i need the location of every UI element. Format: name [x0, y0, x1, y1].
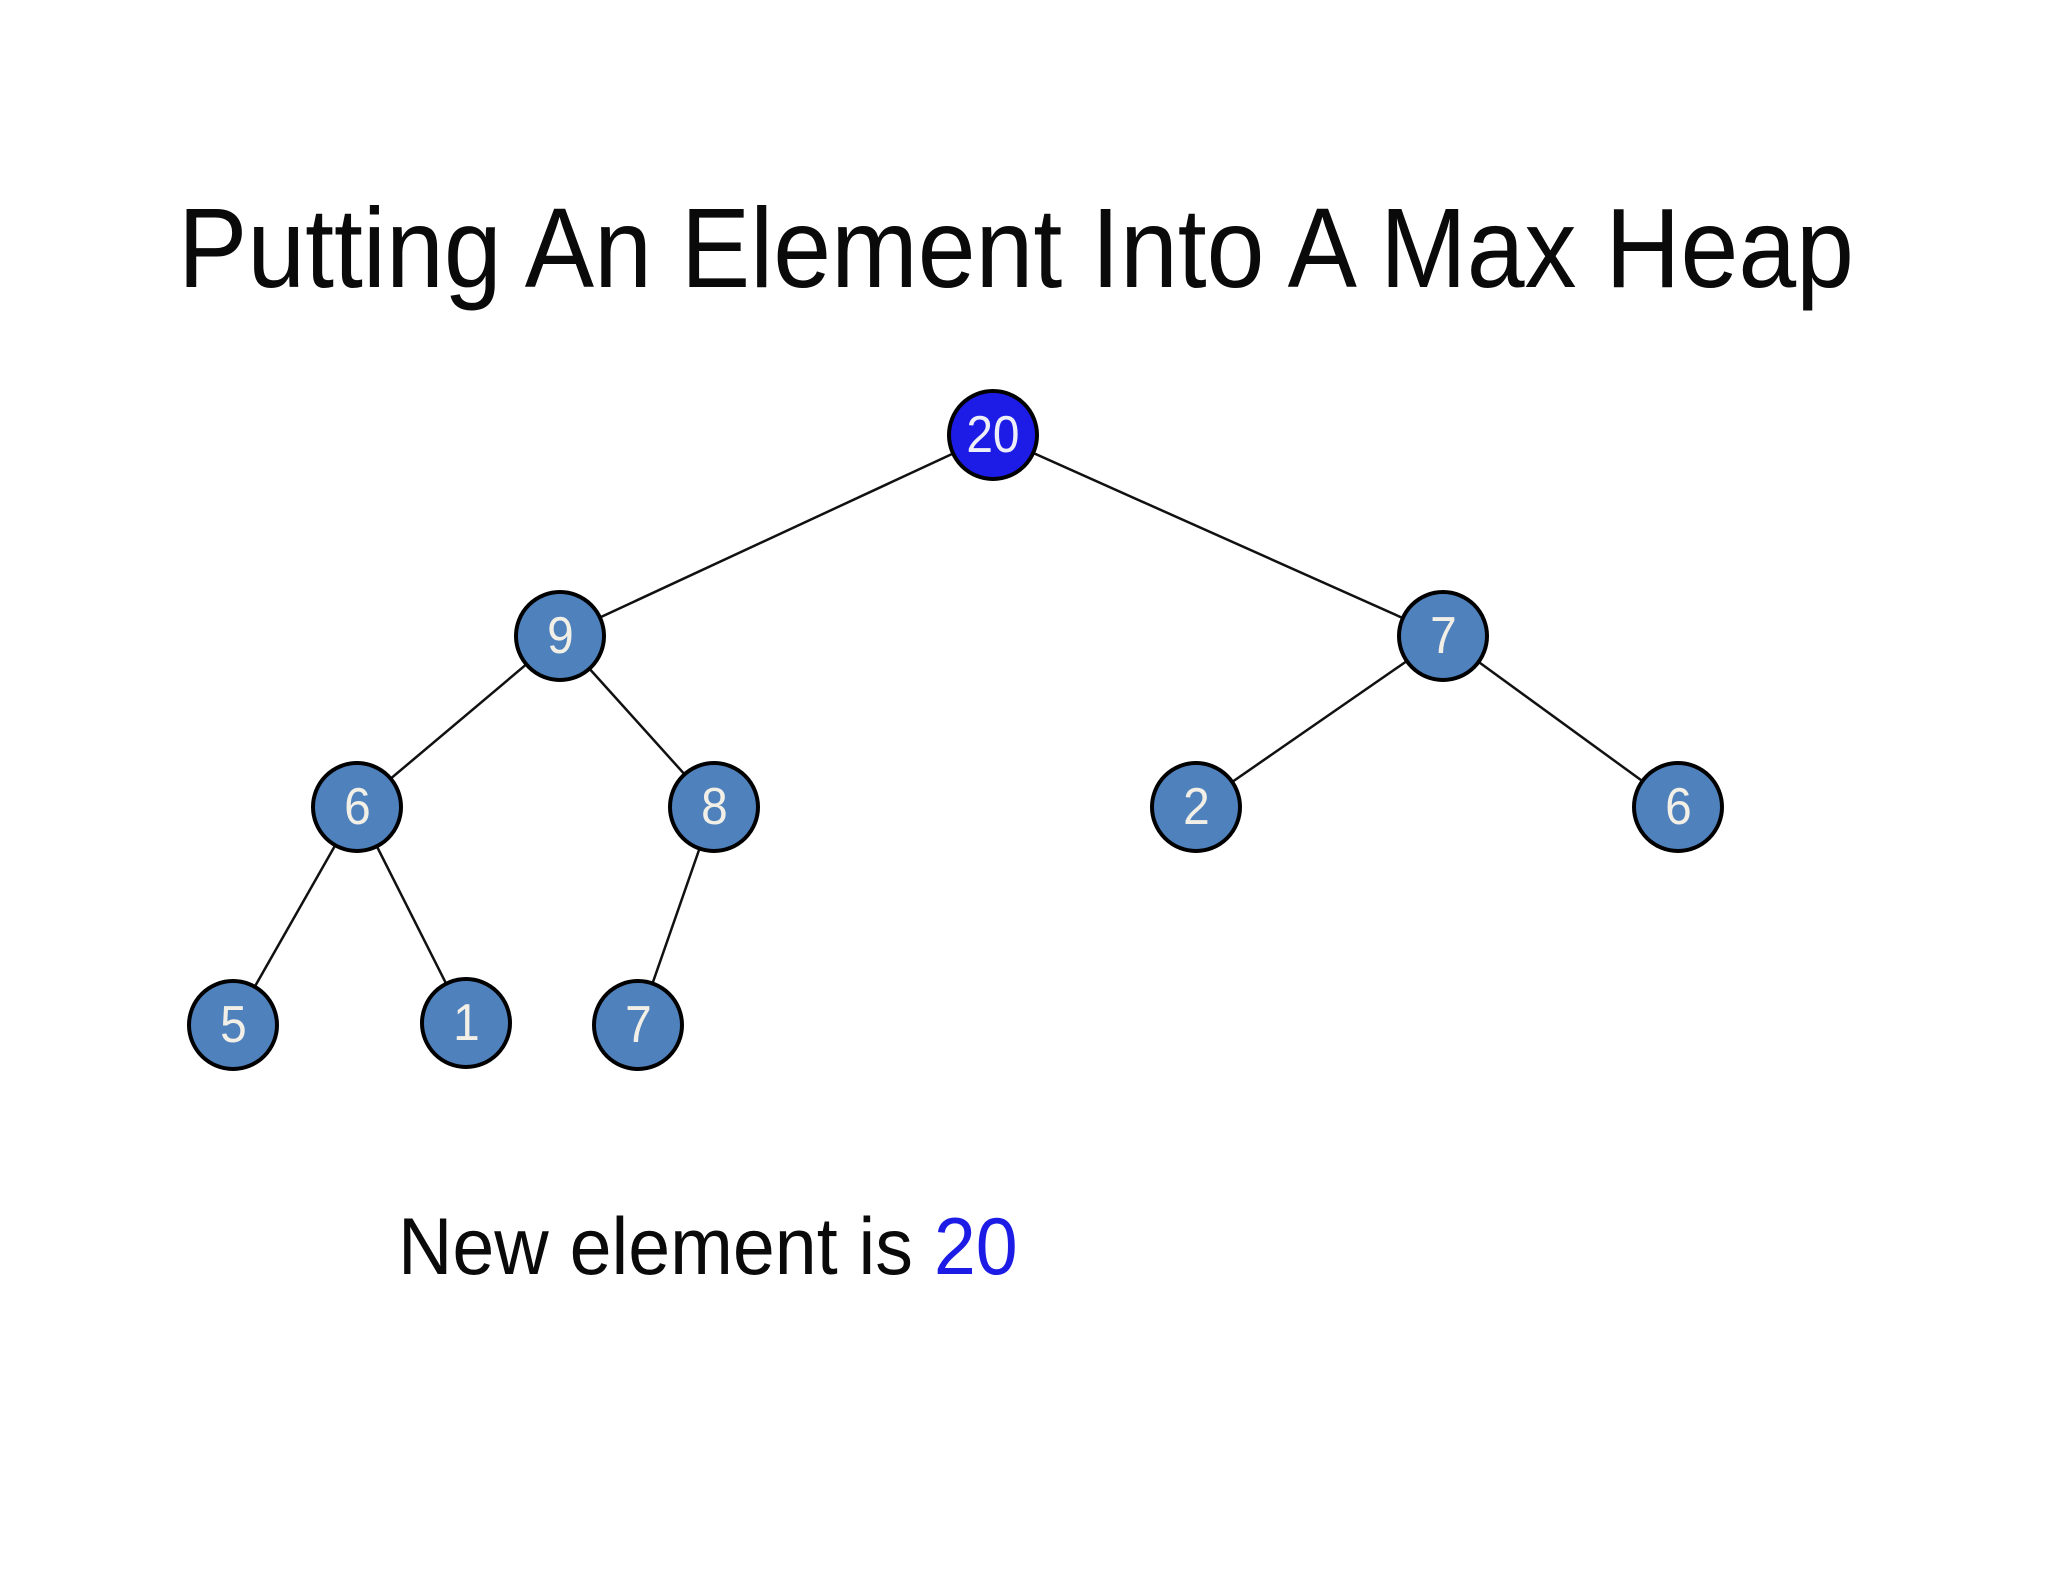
node-value: 6: [1664, 778, 1692, 836]
tree-node-left-right-left: 7: [592, 979, 684, 1071]
tree-node-left-left: 6: [311, 761, 403, 853]
caption-text: New element is: [398, 1202, 934, 1292]
node-value: 6: [343, 778, 371, 836]
caption: New element is 20: [398, 1207, 1018, 1288]
tree-node-right-right: 6: [1632, 761, 1724, 853]
tree-node-right-left: 2: [1150, 761, 1242, 853]
node-value: 20: [966, 406, 1020, 464]
tree-node-right: 7: [1397, 590, 1489, 682]
node-value: 8: [700, 778, 728, 836]
node-value: 1: [452, 994, 480, 1052]
caption-highlight-value: 20: [933, 1202, 1018, 1292]
tree-edge-R-RR: [1442, 634, 1679, 809]
tree-edge-root-L: [559, 433, 994, 638]
slide-title: Putting An Element Into A Max Heap: [178, 185, 1854, 311]
node-value: 7: [1429, 607, 1457, 665]
node-value: 5: [219, 996, 247, 1054]
tree-edge-R-RL: [1195, 634, 1444, 809]
tree-edge-root-R: [992, 433, 1444, 638]
tree-node-left-left-left: 5: [187, 979, 279, 1071]
tree-node-left-right: 8: [668, 761, 760, 853]
node-value: 7: [624, 996, 652, 1054]
node-value: 2: [1182, 778, 1210, 836]
tree-node-left: 9: [514, 590, 606, 682]
node-value: 9: [546, 607, 574, 665]
tree-node-left-left-right: 1: [420, 977, 512, 1069]
tree-node-root: 20: [947, 389, 1039, 481]
